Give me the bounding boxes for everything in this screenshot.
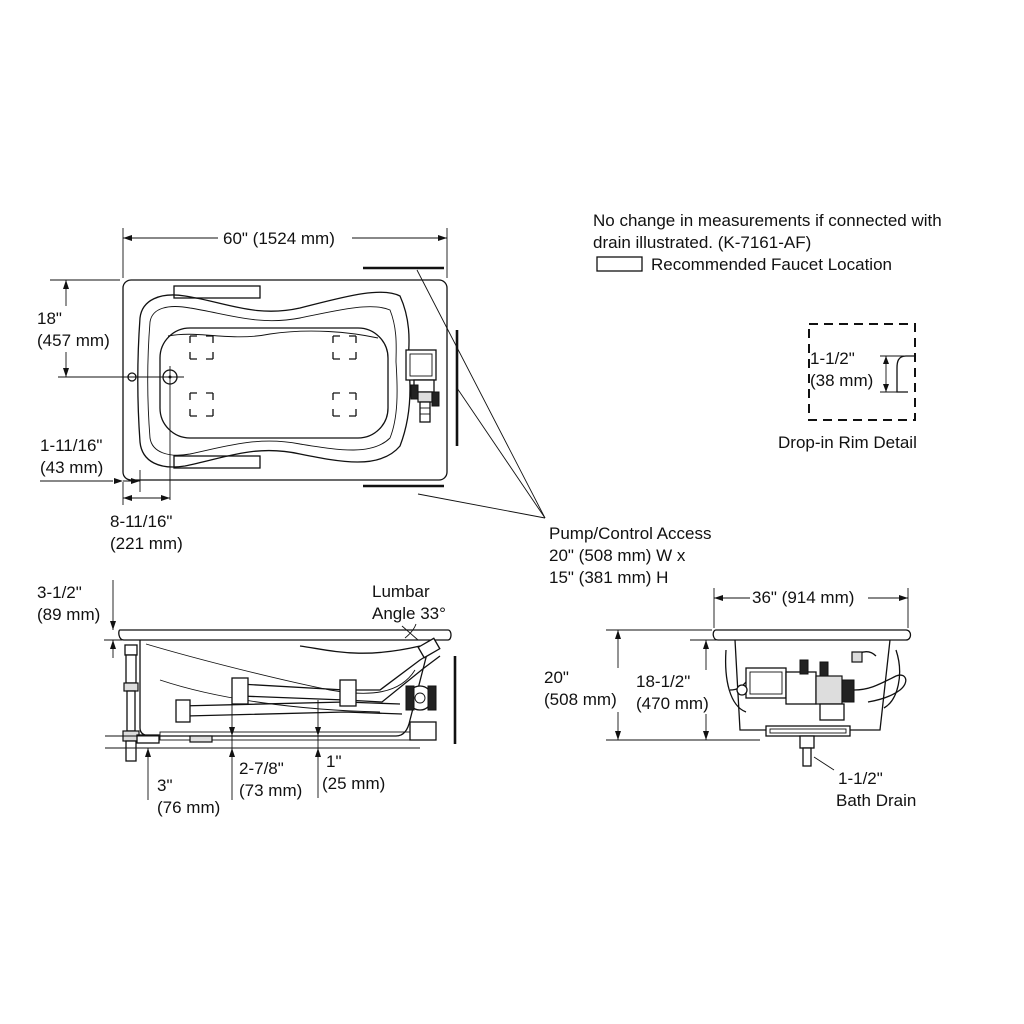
end-inner-dim-mm: (470 mm) [636,694,709,713]
end-rim [712,629,912,641]
plan-height-dim-mm: (457 mm) [37,331,110,350]
rim-detail-frame [808,323,916,421]
end-inner-dim-in: 18-1/2" [636,672,690,691]
lumbar-line-1: Lumbar [372,582,430,601]
side-rim [118,629,452,641]
lumbar-line-2: Angle 33° [372,604,446,623]
end-base [765,725,851,737]
plan-width-dim: 60" (1524 mm) [223,229,335,248]
plan-faucet-location-top [173,285,261,299]
plan-rim-dim-in: 1-11/16" [40,436,102,455]
side-piping [175,637,441,723]
plan-jets [189,335,357,417]
note-line-1: No change in measurements if connected w… [593,211,942,230]
plan-pump-icon [405,349,440,423]
end-drain-label-line-2: Bath Drain [836,791,916,810]
faucet-legend-label: Recommended Faucet Location [651,255,892,274]
end-view: 36" (914 mm) [544,588,916,810]
rim-profile [896,355,916,393]
side-drain-dim-mm: (76 mm) [157,798,220,817]
pump-access-label: Pump/Control Access 20" (508 mm) W x 15"… [549,524,712,587]
pump-access-line-1: Pump/Control Access [549,524,712,543]
side-rim-dim-mm: (89 mm) [37,605,100,624]
end-drain-label-line-1: 1-1/2" [838,769,883,788]
plan-height-dim-in: 18" [37,309,62,328]
side-view: 3-1/2" (89 mm) Lumbar Angle 33° 3" (76 m… [37,580,457,817]
plan-drain-dim-in: 8-11/16" [110,512,172,531]
side-drain-assembly [122,644,160,762]
plan-rim-dim-mm: (43 mm) [40,458,103,477]
rim-detail-dim-mm: (38 mm) [810,371,873,390]
plan-view: 60" (1524 mm) [37,228,546,553]
side-drain-dim-in: 3" [157,776,173,795]
side-tub-body [139,640,431,737]
end-pump-assembly [729,651,907,721]
side-foot-dim-mm: (73 mm) [239,781,302,800]
plan-tub-outline [122,279,448,481]
pump-access-line-3: 15" (381 mm) H [549,568,668,587]
rim-detail-dim-in: 1-1/2" [810,349,855,368]
plan-inner-bowl [159,327,389,439]
rim-detail: 1-1/2" (38 mm) Drop-in Rim Detail [778,323,917,452]
plan-drain-dim-mm: (221 mm) [110,534,183,553]
side-base-dim-mm: (25 mm) [322,774,385,793]
notes: No change in measurements if connected w… [593,211,942,274]
note-line-2: drain illustrated. (K-7161-AF) [593,233,811,252]
faucet-legend-swatch [596,256,643,272]
end-height-dim-mm: (508 mm) [544,690,617,709]
rim-detail-caption: Drop-in Rim Detail [778,433,917,452]
side-rim-dim-in: 3-1/2" [37,583,82,602]
plan-faucet-location-bottom [173,455,261,469]
side-base-dim-in: 1" [326,752,342,771]
end-height-dim-in: 20" [544,668,569,687]
side-foot-dim-in: 2-7/8" [239,759,284,778]
pump-access-line-2: 20" (508 mm) W x [549,546,686,565]
plan-outer-bowl [137,291,411,468]
end-width-dim: 36" (914 mm) [752,588,854,607]
